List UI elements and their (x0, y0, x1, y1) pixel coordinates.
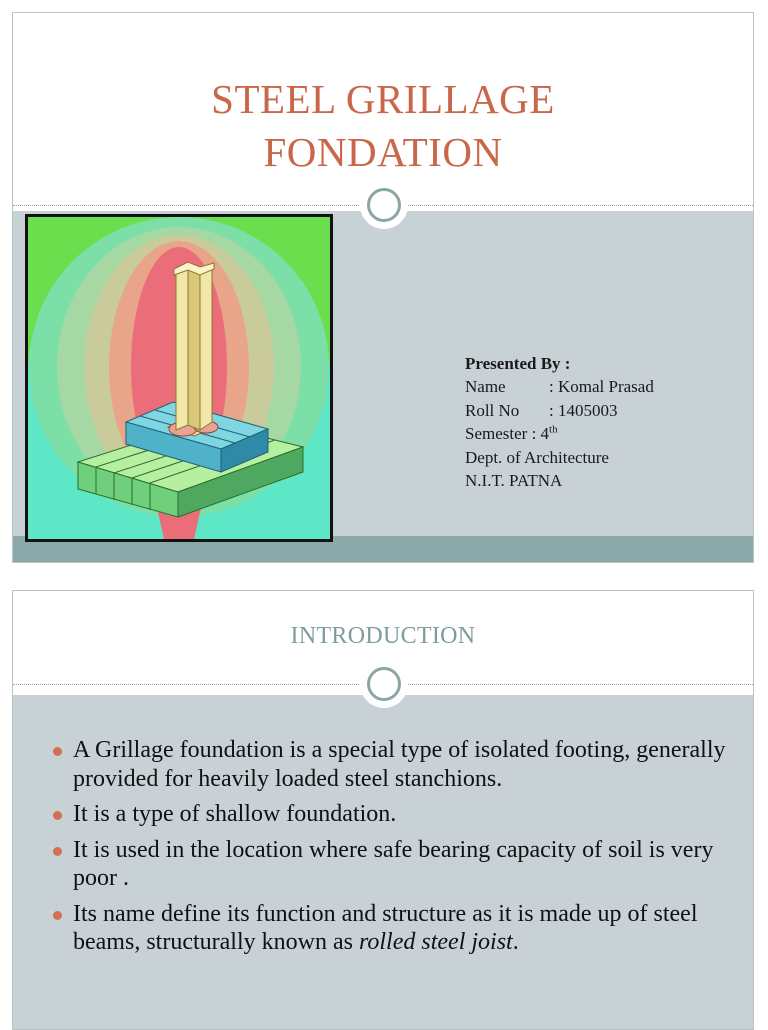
bullet-text-end: . (512, 929, 519, 955)
semester-label: Semester : 4 (465, 424, 550, 444)
introduction-slide: INTRODUCTION A Grillage foundation is a … (12, 590, 754, 1030)
title-line-1: STEEL GRILLAGE (211, 76, 555, 122)
semester-suffix: th (549, 423, 558, 436)
roll-value: : 1405003 (549, 400, 618, 420)
bullet-italic-text: rolled steel joist (358, 929, 513, 955)
institute-row: N.I.T. PATNA (465, 471, 563, 491)
slide-title: STEEL GRILLAGE FONDATION (13, 73, 753, 179)
list-item: It is a type of shallow foundation. (53, 800, 733, 829)
roll-row: Roll No : 1405003 (465, 399, 654, 422)
bullet-text: Its name define its function and structu… (73, 900, 698, 956)
bullet-list: A Grillage foundation is a special type … (53, 736, 733, 964)
bullet-icon (53, 811, 62, 820)
ring-ornament-icon (360, 181, 408, 229)
bullet-icon (53, 910, 62, 920)
grillage-foundation-illustration (25, 214, 333, 542)
title-area: STEEL GRILLAGE FONDATION (13, 13, 753, 206)
list-item: Its name define its function and structu… (53, 900, 733, 957)
list-item: It is used in the location where safe be… (53, 836, 733, 893)
slide-body (13, 695, 753, 1029)
dept-row: Dept. of Architecture (465, 447, 609, 467)
name-value: : Komal Prasad (549, 377, 654, 397)
title-area: INTRODUCTION (13, 591, 753, 685)
name-row: Name : Komal Prasad (465, 375, 654, 398)
presenter-details: Presented By : Name : Komal Prasad Roll N… (465, 352, 654, 492)
bullet-text: A Grillage foundation is a special type … (73, 737, 726, 792)
presented-by-heading: Presented By : (465, 354, 571, 373)
title-line-2: FONDATION (263, 129, 503, 175)
ring-ornament-icon (360, 660, 408, 708)
bullet-icon (53, 747, 62, 756)
slide-title: INTRODUCTION (290, 623, 476, 649)
list-item: A Grillage foundation is a special type … (53, 736, 733, 793)
semester-row: Semester : 4th (465, 422, 654, 445)
bullet-icon (53, 846, 62, 856)
bullet-text: It is a type of shallow foundation. (73, 801, 397, 827)
title-slide: STEEL GRILLAGE FONDATION (12, 12, 754, 563)
roll-label: Roll No (465, 400, 520, 420)
bullet-text: It is used in the location where safe be… (73, 836, 714, 892)
name-label: Name (465, 377, 506, 397)
stress-bulb-image (28, 217, 330, 539)
